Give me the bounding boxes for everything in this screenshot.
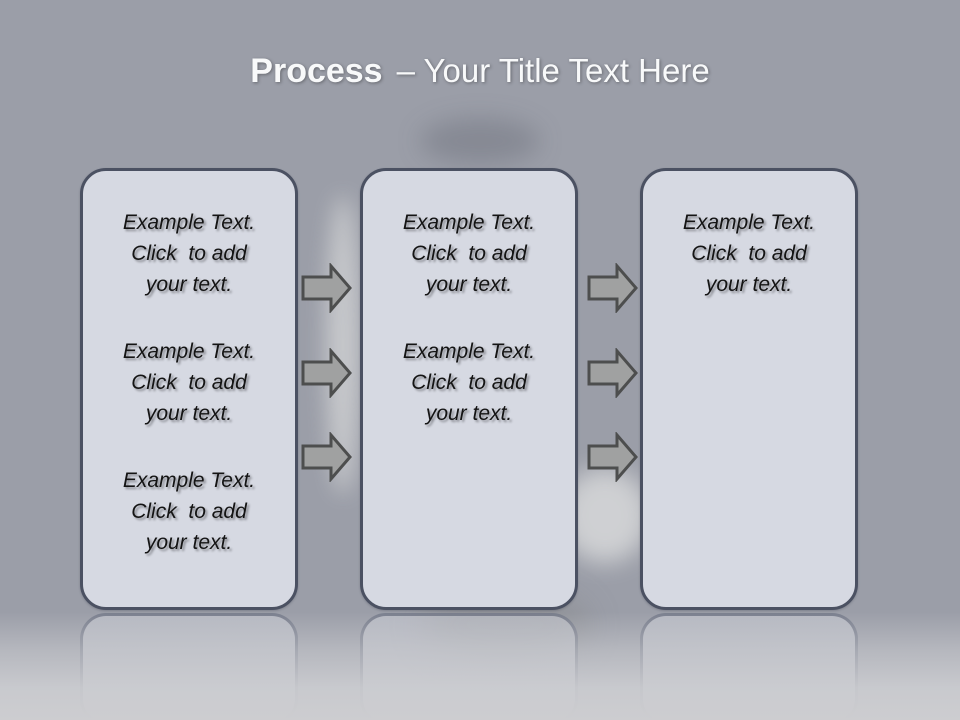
- text-placeholder[interactable]: Example Text. Click to add your text.: [682, 211, 816, 296]
- slide-title-placeholder[interactable]: Process – Your Title Text Here: [0, 52, 960, 91]
- process-box-1[interactable]: Example Text. Click to add your text. Ex…: [80, 168, 298, 610]
- text-placeholder[interactable]: Example Text. Click to add your text.: [122, 211, 256, 296]
- background-figure-blob: [420, 118, 540, 164]
- right-block-arrow-icon: [587, 432, 638, 482]
- right-block-arrow-icon: [587, 348, 638, 398]
- text-placeholder[interactable]: Example Text. Click to add your text.: [402, 211, 536, 296]
- right-block-arrow-icon: [587, 263, 638, 313]
- right-block-arrow-icon: [301, 348, 352, 398]
- box-reflection: [80, 613, 298, 720]
- box-reflection: [640, 613, 858, 720]
- process-box-2[interactable]: Example Text. Click to add your text. Ex…: [360, 168, 578, 610]
- right-block-arrow-icon: [301, 263, 352, 313]
- text-placeholder[interactable]: Example Text. Click to add your text.: [122, 469, 256, 554]
- text-placeholder[interactable]: Example Text. Click to add your text.: [122, 340, 256, 425]
- process-box-3[interactable]: Example Text. Click to add your text.: [640, 168, 858, 610]
- right-block-arrow-icon: [301, 432, 352, 482]
- title-text: – Your Title Text Here: [396, 52, 710, 89]
- box-reflection: [360, 613, 578, 720]
- text-placeholder[interactable]: Example Text. Click to add your text.: [402, 340, 536, 425]
- title-keyword: Process: [250, 52, 383, 90]
